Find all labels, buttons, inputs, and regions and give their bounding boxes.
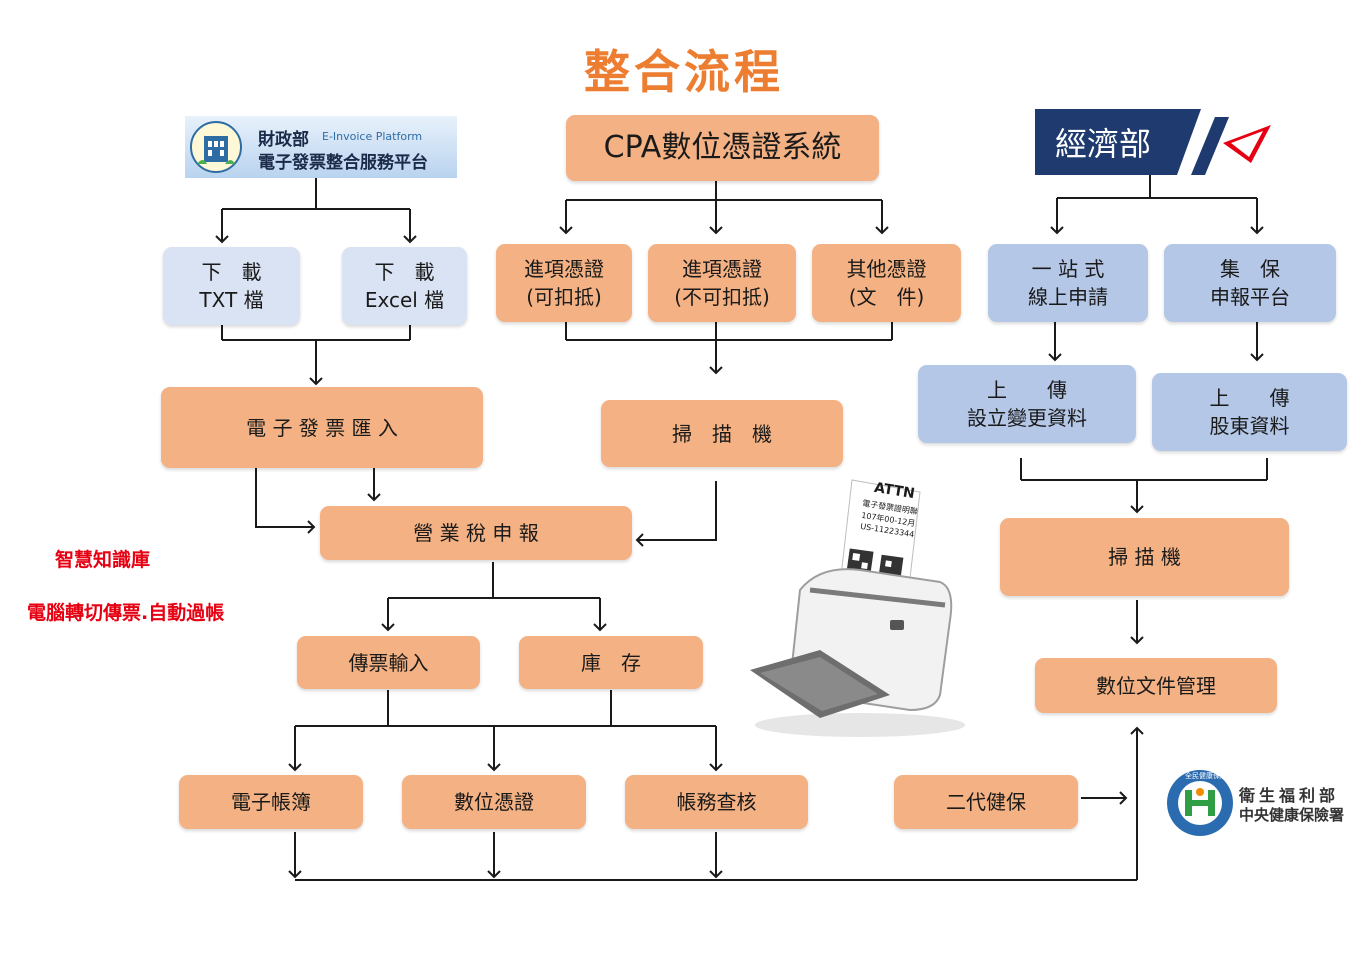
document-scanner-icon: ATTN 電子發票證明聯 107年00-12月 US-11223344	[740, 470, 970, 740]
mof-name: 財政部	[258, 130, 309, 150]
doc-management-box: 數位文件管理	[1035, 658, 1277, 713]
inventory-box: 庫 存	[519, 636, 703, 689]
other-voucher-box: 其他憑證 (文 件)	[812, 244, 961, 322]
einvoice-import-box: 電 子 發 票 匯 入	[161, 387, 483, 468]
nhi-emblem-icon	[1167, 770, 1233, 836]
auto-posting-note: 電腦轉切傳票.自動過帳	[27, 602, 225, 624]
nhi-org-name: 衛生福利部	[1239, 786, 1340, 805]
mof-platform-zh: 電子發票整合服務平台	[258, 153, 428, 173]
upload-change-data-box: 上 傳 設立變更資料	[918, 365, 1136, 443]
moea-emblem-icon	[1171, 109, 1271, 175]
mof-einvoice-logo: 財政部 E-Invoice Platform 電子發票整合服務平台	[185, 116, 457, 178]
moea-name: 經濟部	[1035, 109, 1171, 175]
nhi-second-gen-box: 二代健保	[894, 775, 1078, 829]
input-voucher-nondeductible-box: 進項憑證 (不可扣抵)	[648, 244, 796, 322]
nhi-ring-text: 全民健康保險	[1185, 772, 1227, 780]
nhi-sub-name: 中央健康保險署	[1239, 806, 1345, 824]
account-audit-box: 帳務查核	[625, 775, 808, 829]
one-stop-online-box: 一 站 式 線上申請	[988, 244, 1148, 322]
download-excel-box: 下 載 Excel 檔	[342, 247, 467, 325]
mof-platform-en: E-Invoice Platform	[322, 130, 423, 143]
nhi-logo: 全民健康保險 衛生福利部 中央健康保險署	[1165, 768, 1355, 840]
scanner-mid-box: 掃 描 機	[601, 400, 843, 467]
e-ledger-box: 電子帳簿	[179, 775, 363, 829]
knowledge-base-note: 智慧知識庫	[55, 549, 151, 571]
building-emblem-icon	[190, 121, 242, 173]
moea-logo: 經濟部	[1035, 109, 1278, 175]
page-title: 整合流程	[584, 45, 784, 99]
voucher-input-box: 傳票輸入	[297, 636, 480, 689]
download-txt-box: 下 載 TXT 檔	[163, 247, 300, 325]
input-voucher-deductible-box: 進項憑證 (可扣抵)	[496, 244, 632, 322]
cpa-system-box: CPA數位憑證系統	[566, 115, 879, 181]
digital-voucher-box: 數位憑證	[402, 775, 586, 829]
upload-shareholder-data-box: 上 傳 股東資料	[1152, 373, 1347, 451]
scanner-right-box: 掃 描 機	[1000, 518, 1289, 596]
tdcc-platform-box: 集 保 申報平台	[1164, 244, 1336, 322]
business-tax-box: 營 業 稅 申 報	[320, 506, 632, 560]
